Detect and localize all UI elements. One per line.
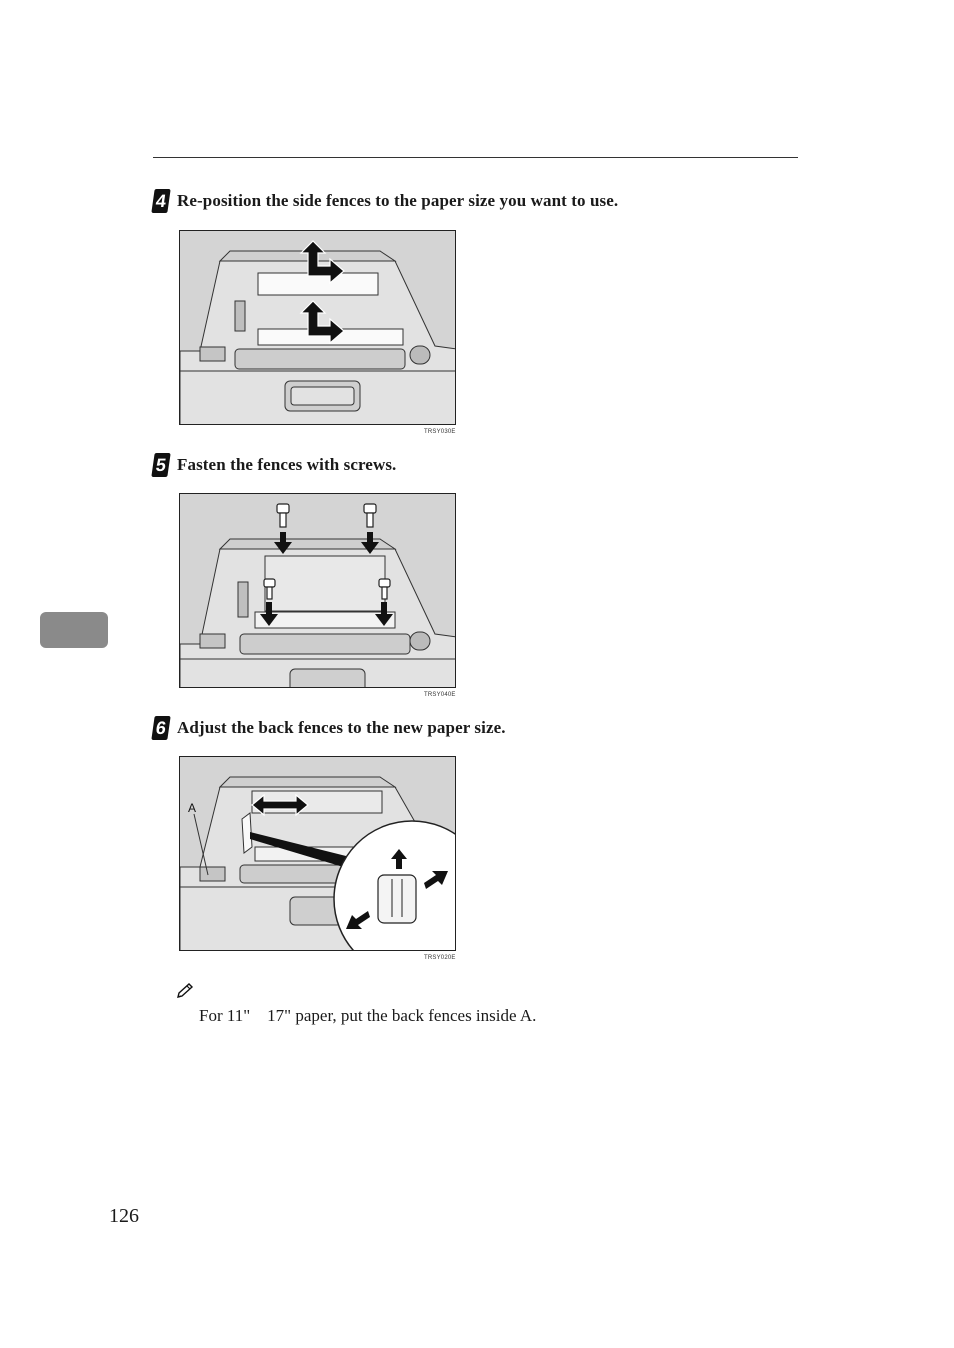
- figure-back-fences: A: [179, 756, 456, 951]
- step-instruction: Fasten the fences with screws.: [177, 455, 396, 475]
- note-text: For 11" 17" paper, put the back fences i…: [199, 1006, 536, 1026]
- page-number: 126: [109, 1205, 139, 1228]
- chapter-tab: [40, 612, 108, 648]
- step-number: 5: [151, 453, 170, 477]
- pencil-note-icon: [176, 983, 196, 1004]
- figure-side-fences: [179, 230, 456, 425]
- figure-code: TRSY030E: [424, 429, 456, 435]
- figure-screws: [179, 493, 456, 688]
- step-instruction: Re-position the side fences to the paper…: [177, 191, 618, 211]
- step-number: 6: [151, 716, 170, 740]
- step-6: 6 Adjust the back fences to the new pape…: [153, 716, 506, 740]
- svg-text:A: A: [188, 801, 196, 815]
- figure-code: TRSY040E: [424, 692, 456, 698]
- header-rule: [153, 157, 798, 158]
- step-4: 4 Re-position the side fences to the pap…: [153, 189, 618, 213]
- figure-code: TRSY020E: [424, 955, 456, 961]
- step-5: 5 Fasten the fences with screws.: [153, 453, 396, 477]
- step-number: 4: [151, 189, 170, 213]
- step-instruction: Adjust the back fences to the new paper …: [177, 718, 506, 738]
